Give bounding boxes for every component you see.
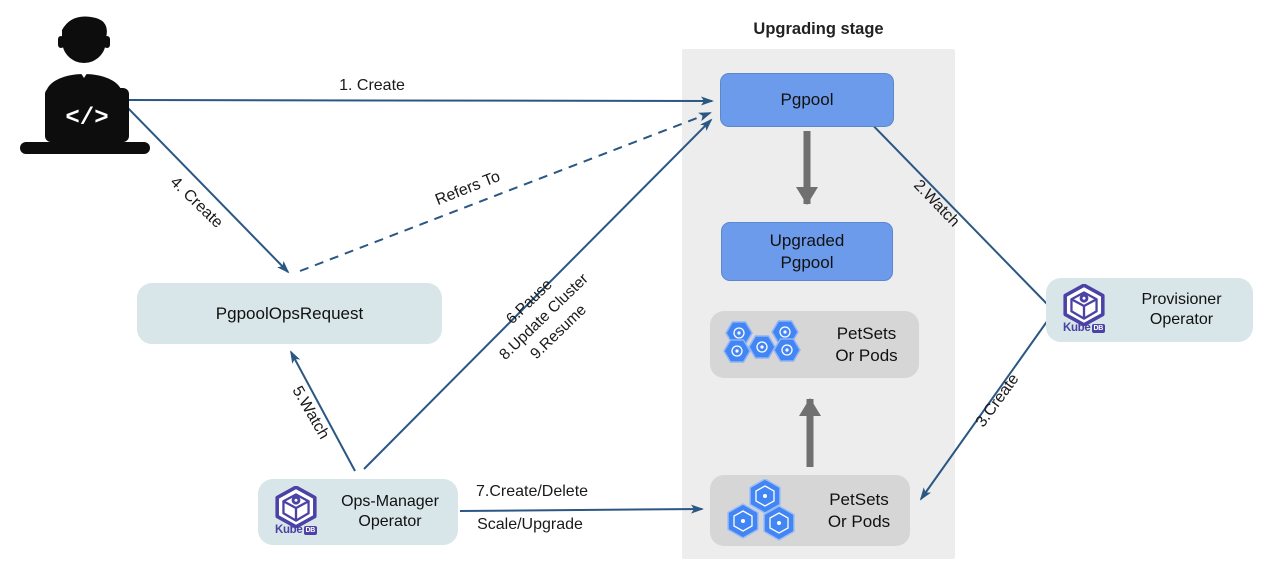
- kubedb-word: Kube: [274, 524, 303, 537]
- developer-icon: </>: [20, 16, 150, 154]
- node-petsets-bottom: PetSets Or Pods: [710, 475, 910, 546]
- stage-title: Upgrading stage: [753, 20, 884, 38]
- edge-label-7-create-delete: 7.Create/Delete: [475, 483, 589, 500]
- node-upgraded-pgpool-label: Upgraded Pgpool: [769, 231, 845, 272]
- kubedb-word: Kube: [1062, 322, 1091, 335]
- node-petsets-top-label: PetSets Or Pods: [835, 324, 898, 365]
- edge-label-5-watch: 5.Watch: [288, 383, 333, 443]
- edge-label-4-create: 4. Create: [166, 173, 226, 232]
- node-upgraded-pgpool: Upgraded Pgpool: [721, 222, 893, 281]
- arrow-7-create-delete: [459, 504, 704, 514]
- kubedb-badge: DB: [1091, 324, 1106, 333]
- edge-label-1-create: 1. Create: [339, 77, 405, 94]
- arrow-refers-to: [299, 112, 712, 272]
- edge-label-3-create: 3.Create: [972, 370, 1023, 431]
- svg-text:</>: </>: [65, 105, 108, 132]
- node-petsets-top: PetSets Or Pods: [710, 311, 919, 378]
- edge-label-6-8-9: 6.Pause 8.Update Cluster 9.Resume: [480, 254, 607, 380]
- edge-label-7-scale-upgrade: Scale/Upgrade: [477, 516, 583, 533]
- node-pgpool-ops-request: PgpoolOpsRequest: [137, 283, 442, 344]
- node-pgpool-label: Pgpool: [780, 90, 834, 110]
- node-provisioner-label: Provisioner Operator: [1141, 291, 1222, 328]
- node-ops-manager-label: Ops-Manager Operator: [341, 493, 439, 530]
- edge-label-refers-to: Refers To: [432, 168, 503, 209]
- pod-cluster-icon: [723, 319, 801, 363]
- pod-cluster-icon: [727, 478, 795, 541]
- kubedb-badge: DB: [303, 526, 318, 535]
- node-pgpool-ops-request-label: PgpoolOpsRequest: [215, 303, 364, 323]
- arrow-1-create: [121, 96, 714, 106]
- node-petsets-bottom-label: PetSets Or Pods: [827, 490, 891, 531]
- node-pgpool: Pgpool: [720, 73, 894, 127]
